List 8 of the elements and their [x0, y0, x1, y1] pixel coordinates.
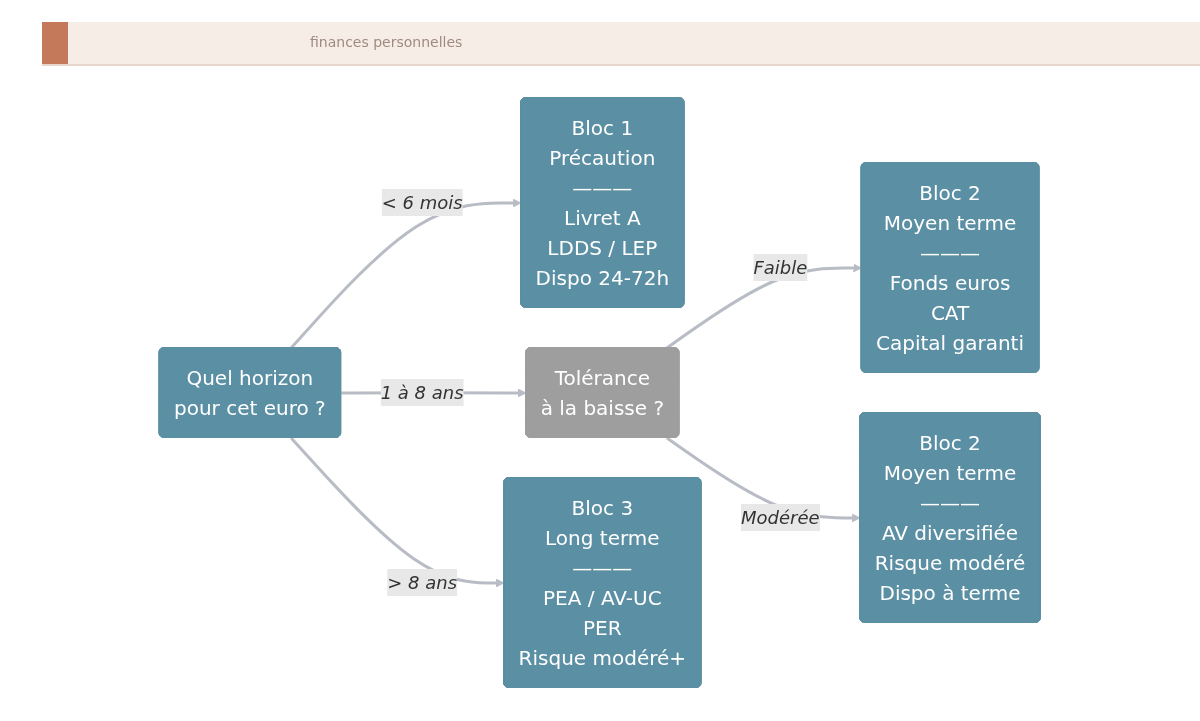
edge-label: 1 à 8 ans	[380, 382, 464, 403]
edge-label: < 6 mois	[381, 192, 463, 213]
tagline-text: finances personnelles	[310, 34, 463, 50]
edge-label: Faible	[753, 257, 808, 278]
edge-label: Modérée	[741, 507, 820, 528]
arrow	[290, 198, 522, 349]
edge-label: > 8 ans	[387, 572, 458, 593]
arrow	[290, 437, 505, 588]
